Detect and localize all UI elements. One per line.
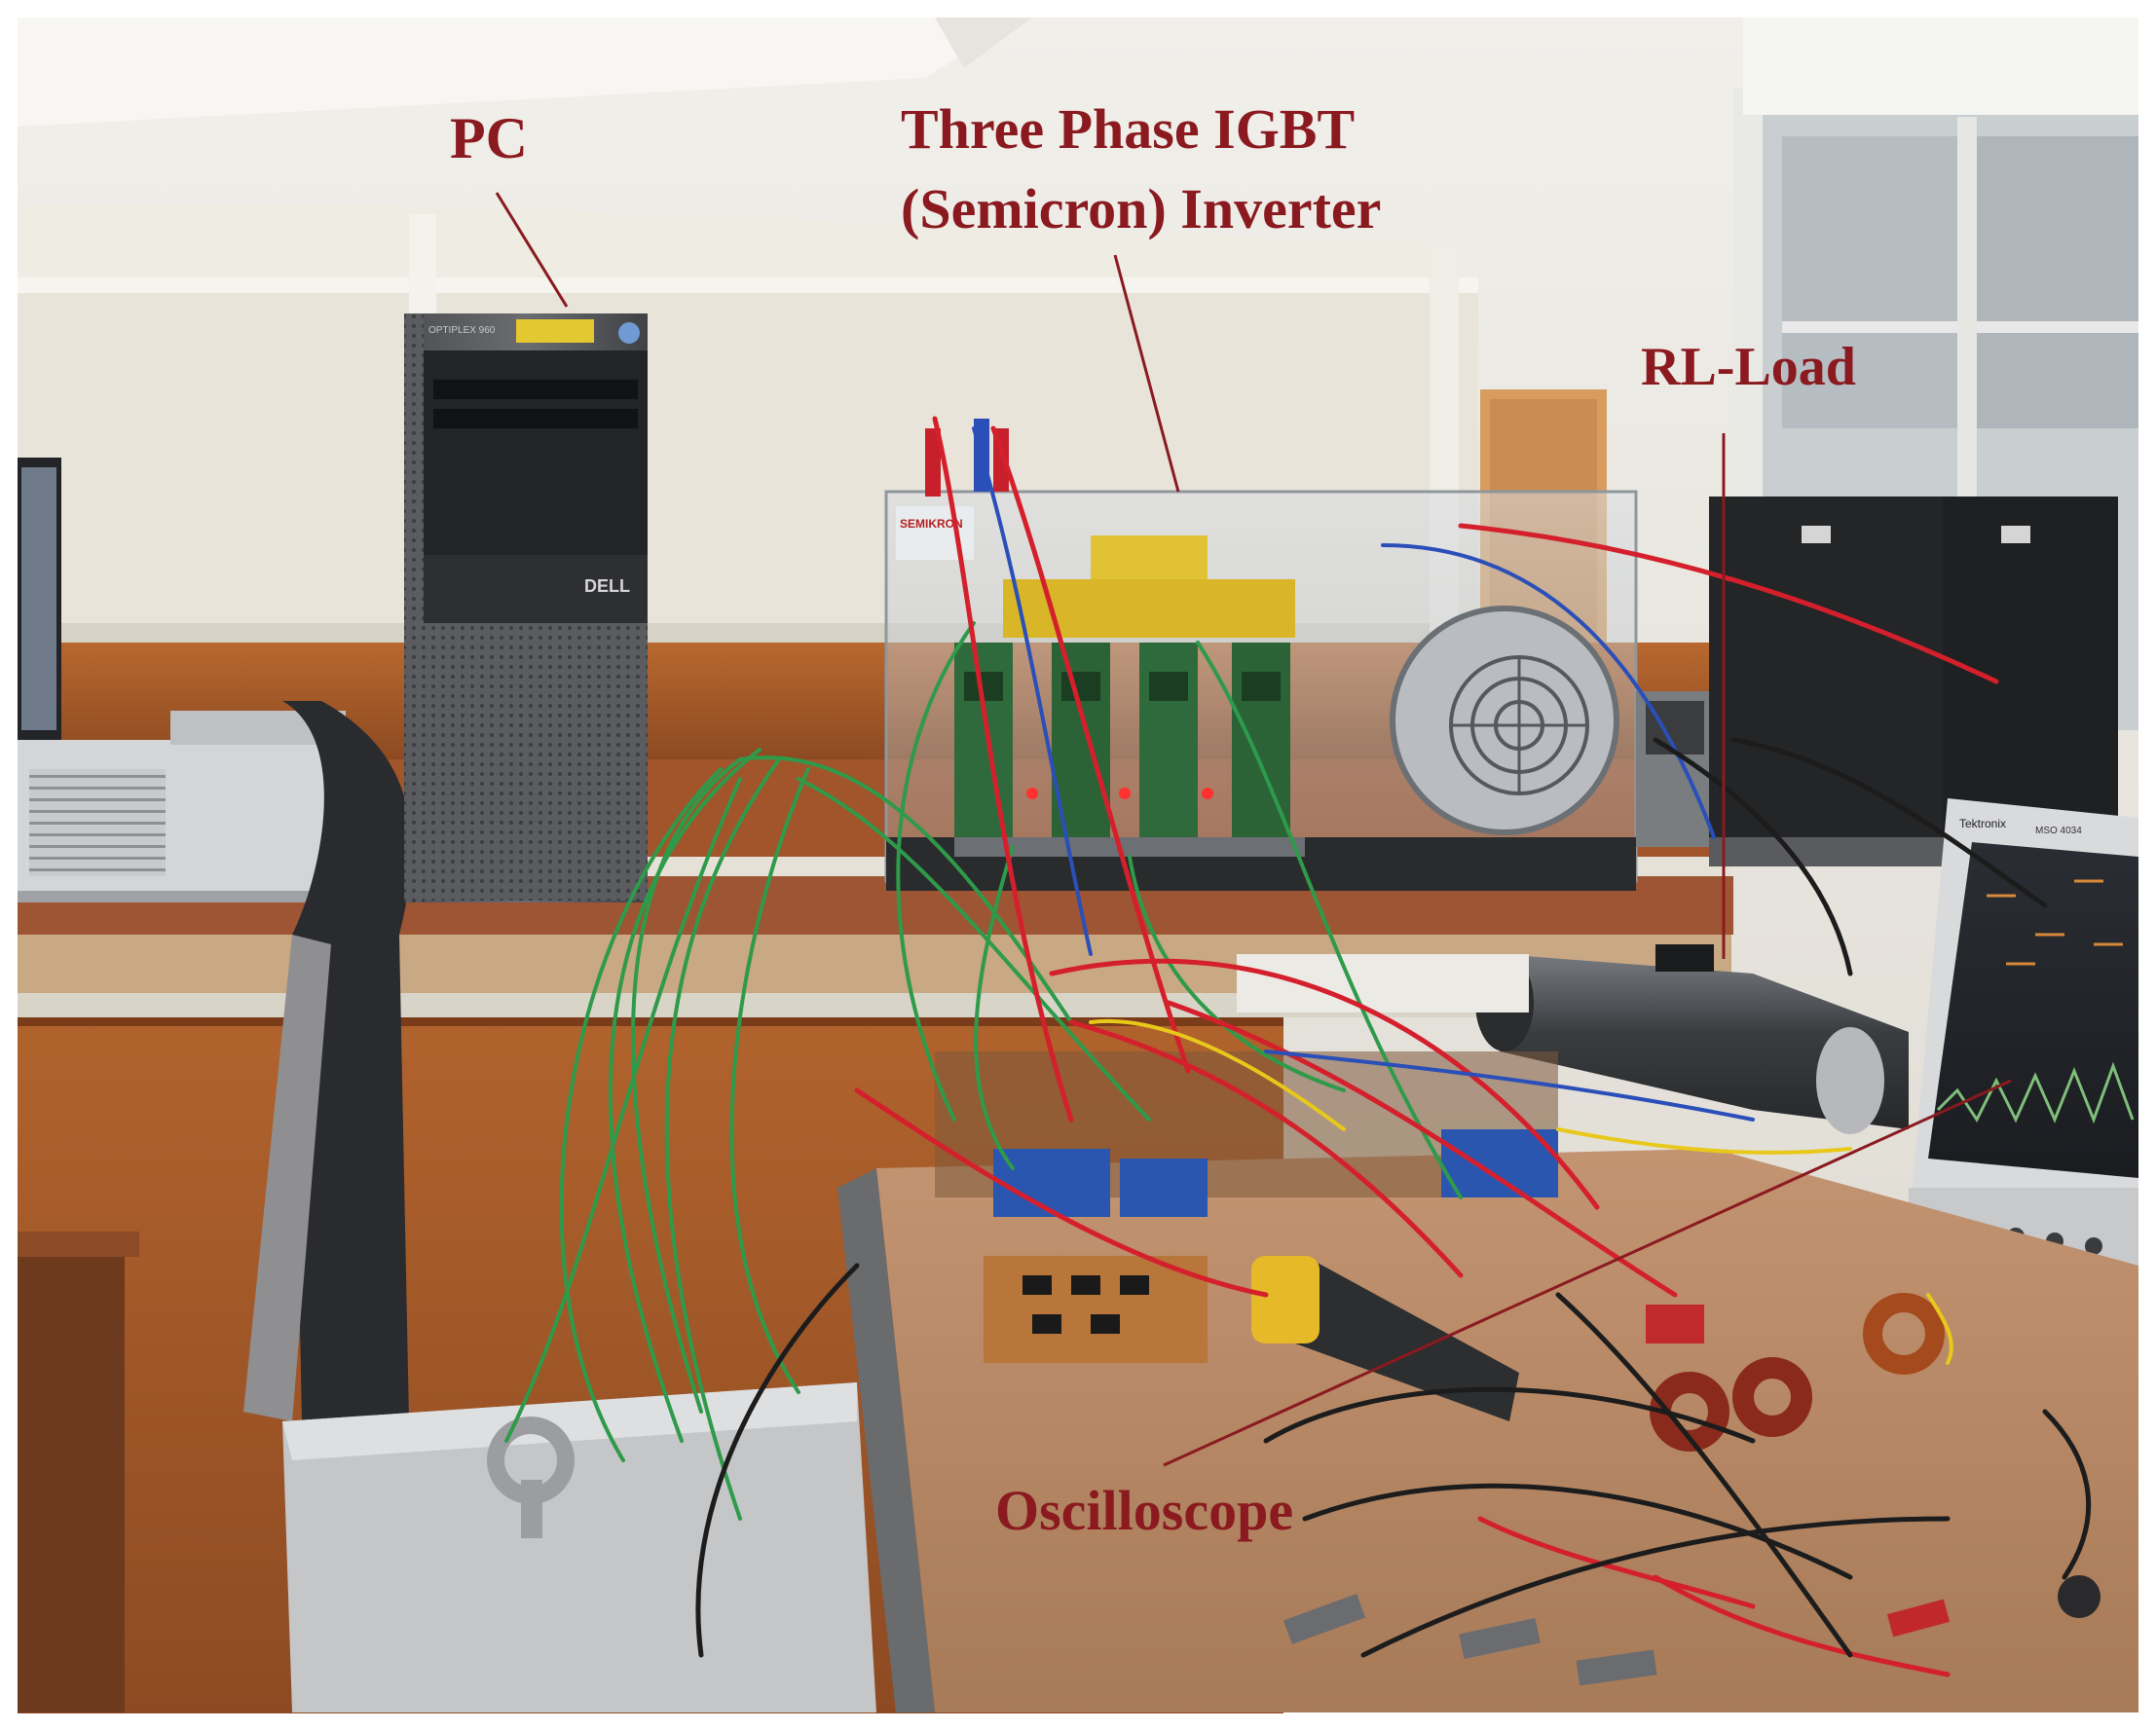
inverter-label-line1: Three Phase IGBT: [901, 97, 1356, 161]
power-supply-box: [18, 711, 349, 902]
scope-brand-text: Tektronix: [1959, 817, 2006, 830]
inverter-brand-text: SEMIKRON: [900, 517, 963, 531]
front-workbench: [837, 1149, 2138, 1712]
scope-trace-sine: [1936, 1061, 2135, 1124]
table-left: [18, 1232, 139, 1712]
cooling-fan: [1390, 606, 1619, 835]
transformer-box: [282, 1382, 876, 1712]
pc-model-text: OPTIPLEX 960: [428, 325, 496, 336]
inverter-label-line2: (Semicron) Inverter: [901, 177, 1382, 240]
scope-model-text: MSO 4034: [2035, 826, 2082, 836]
monitor-left: [18, 458, 61, 750]
inverter-leader-line: [1113, 254, 1180, 493]
rl-load-resistor: [1237, 944, 1909, 1134]
scope-trace-pulses: [1987, 879, 2123, 966]
probe-clips: [1282, 1575, 2100, 1686]
wiring-harness: [504, 416, 2092, 1677]
callout-leaders: [495, 192, 2012, 1467]
pc-brand-text: DELL: [584, 576, 630, 596]
oscilloscope-label: Oscilloscope: [995, 1479, 1294, 1542]
pc-tower: DELL OPTIPLEX 960: [404, 313, 648, 902]
ribbon-cable: [243, 701, 412, 1421]
pc-label: PC: [450, 106, 528, 170]
shelf: [18, 204, 1478, 672]
clamp-meter: [1251, 1256, 1519, 1421]
sensor-boards: [935, 1051, 1558, 1363]
inverter-label: Three Phase IGBT (Semicron) Inverter: [901, 90, 1381, 249]
oscilloscope-leader-line: [1163, 1079, 2012, 1467]
pc-leader-line: [495, 192, 569, 308]
rl-load-label: RL-Load: [1641, 337, 1856, 397]
